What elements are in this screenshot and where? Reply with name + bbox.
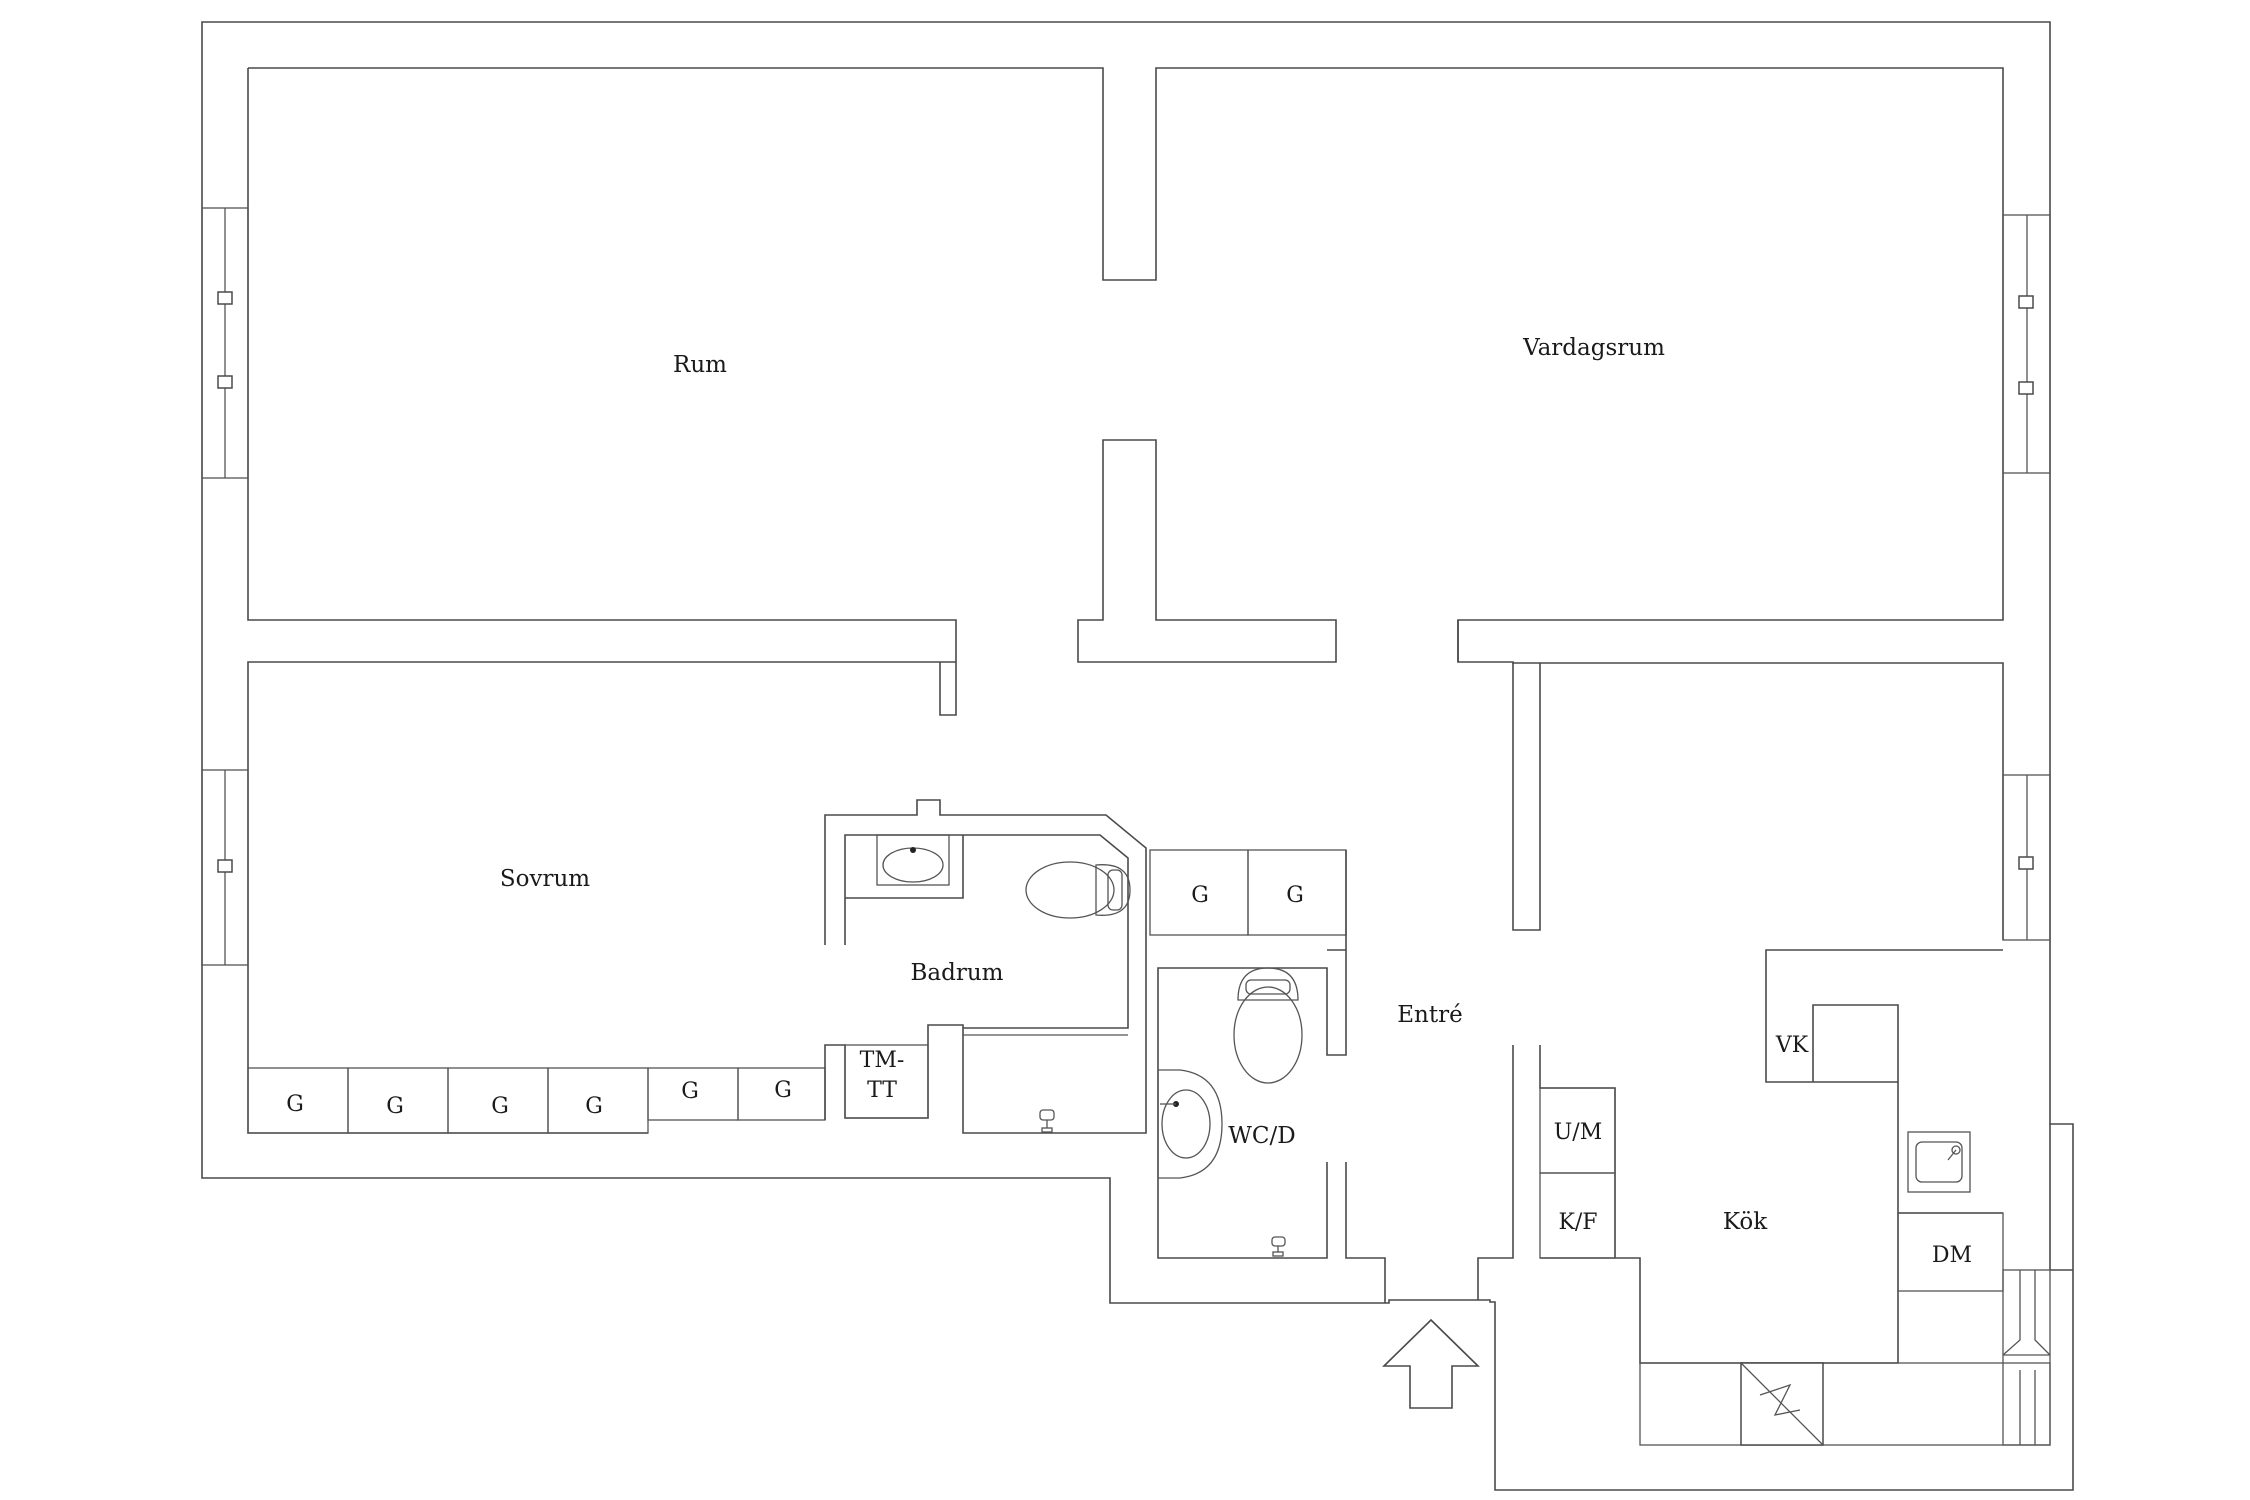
entre-wardrobes	[1149, 849, 1386, 1303]
tmtt-label: TM-	[860, 1048, 905, 1073]
room-label-rum: Rum	[673, 352, 727, 378]
wardrobe-label: G	[774, 1078, 792, 1103]
vk-label: VK	[1775, 1033, 1809, 1058]
kf-cabinet	[1539, 1172, 1616, 1259]
toilet-icon	[1025, 861, 1131, 919]
kitchen-sink-icon	[1907, 1131, 1971, 1193]
room-label-entre: Entré	[1397, 1002, 1462, 1028]
stove-icon	[1740, 1362, 1824, 1446]
sink-icon	[876, 834, 950, 886]
entrance-arrow-icon	[1382, 1318, 1480, 1409]
wall-center-t	[1077, 439, 1337, 663]
tmtt-label: TT	[867, 1078, 897, 1103]
window-icon	[2002, 774, 2051, 941]
sink-icon	[1157, 1069, 1223, 1179]
tmtt-box	[844, 1044, 929, 1119]
outer-wall-detail	[2049, 1124, 2073, 1271]
wardrobe-label: G	[681, 1079, 699, 1104]
wall-kok	[1477, 949, 2003, 1364]
room-label-badrum: Badrum	[911, 960, 1004, 986]
wardrobe-label: G	[1286, 883, 1304, 908]
window-icon	[201, 207, 249, 479]
window-icon	[2002, 214, 2051, 474]
balcony-door-icon	[2002, 1269, 2051, 1446]
outer-wall	[201, 21, 2074, 1491]
floor-drain-icon	[1039, 1109, 1055, 1133]
kitchen-counter-bottom	[1639, 1362, 2051, 1446]
window-icon	[201, 769, 249, 966]
room-label-sovrum: Sovrum	[500, 866, 590, 892]
room-label-wcd: WC/D	[1228, 1123, 1295, 1149]
wall-vardagsrum-bottom	[1457, 620, 1541, 931]
room-label-vardagsrum: Vardagsrum	[1522, 335, 1665, 361]
wall-rum	[247, 67, 2004, 1134]
floor-drain-icon	[1271, 1236, 1286, 1257]
wardrobe-label: G	[386, 1094, 404, 1119]
wardrobe-label: G	[286, 1092, 304, 1117]
toilet-icon	[1233, 967, 1303, 1084]
kf-label: K/F	[1558, 1210, 1597, 1235]
sovrum-wardrobes	[247, 1067, 826, 1134]
dm-label: DM	[1932, 1243, 1972, 1268]
wardrobe-label: G	[491, 1094, 509, 1119]
wardrobe-label: G	[1191, 883, 1209, 908]
room-label-kok: Kök	[1723, 1209, 1768, 1235]
dm-cabinet	[1897, 1212, 2004, 1292]
um-label: U/M	[1554, 1120, 1602, 1145]
wardrobe-label: G	[585, 1094, 603, 1119]
